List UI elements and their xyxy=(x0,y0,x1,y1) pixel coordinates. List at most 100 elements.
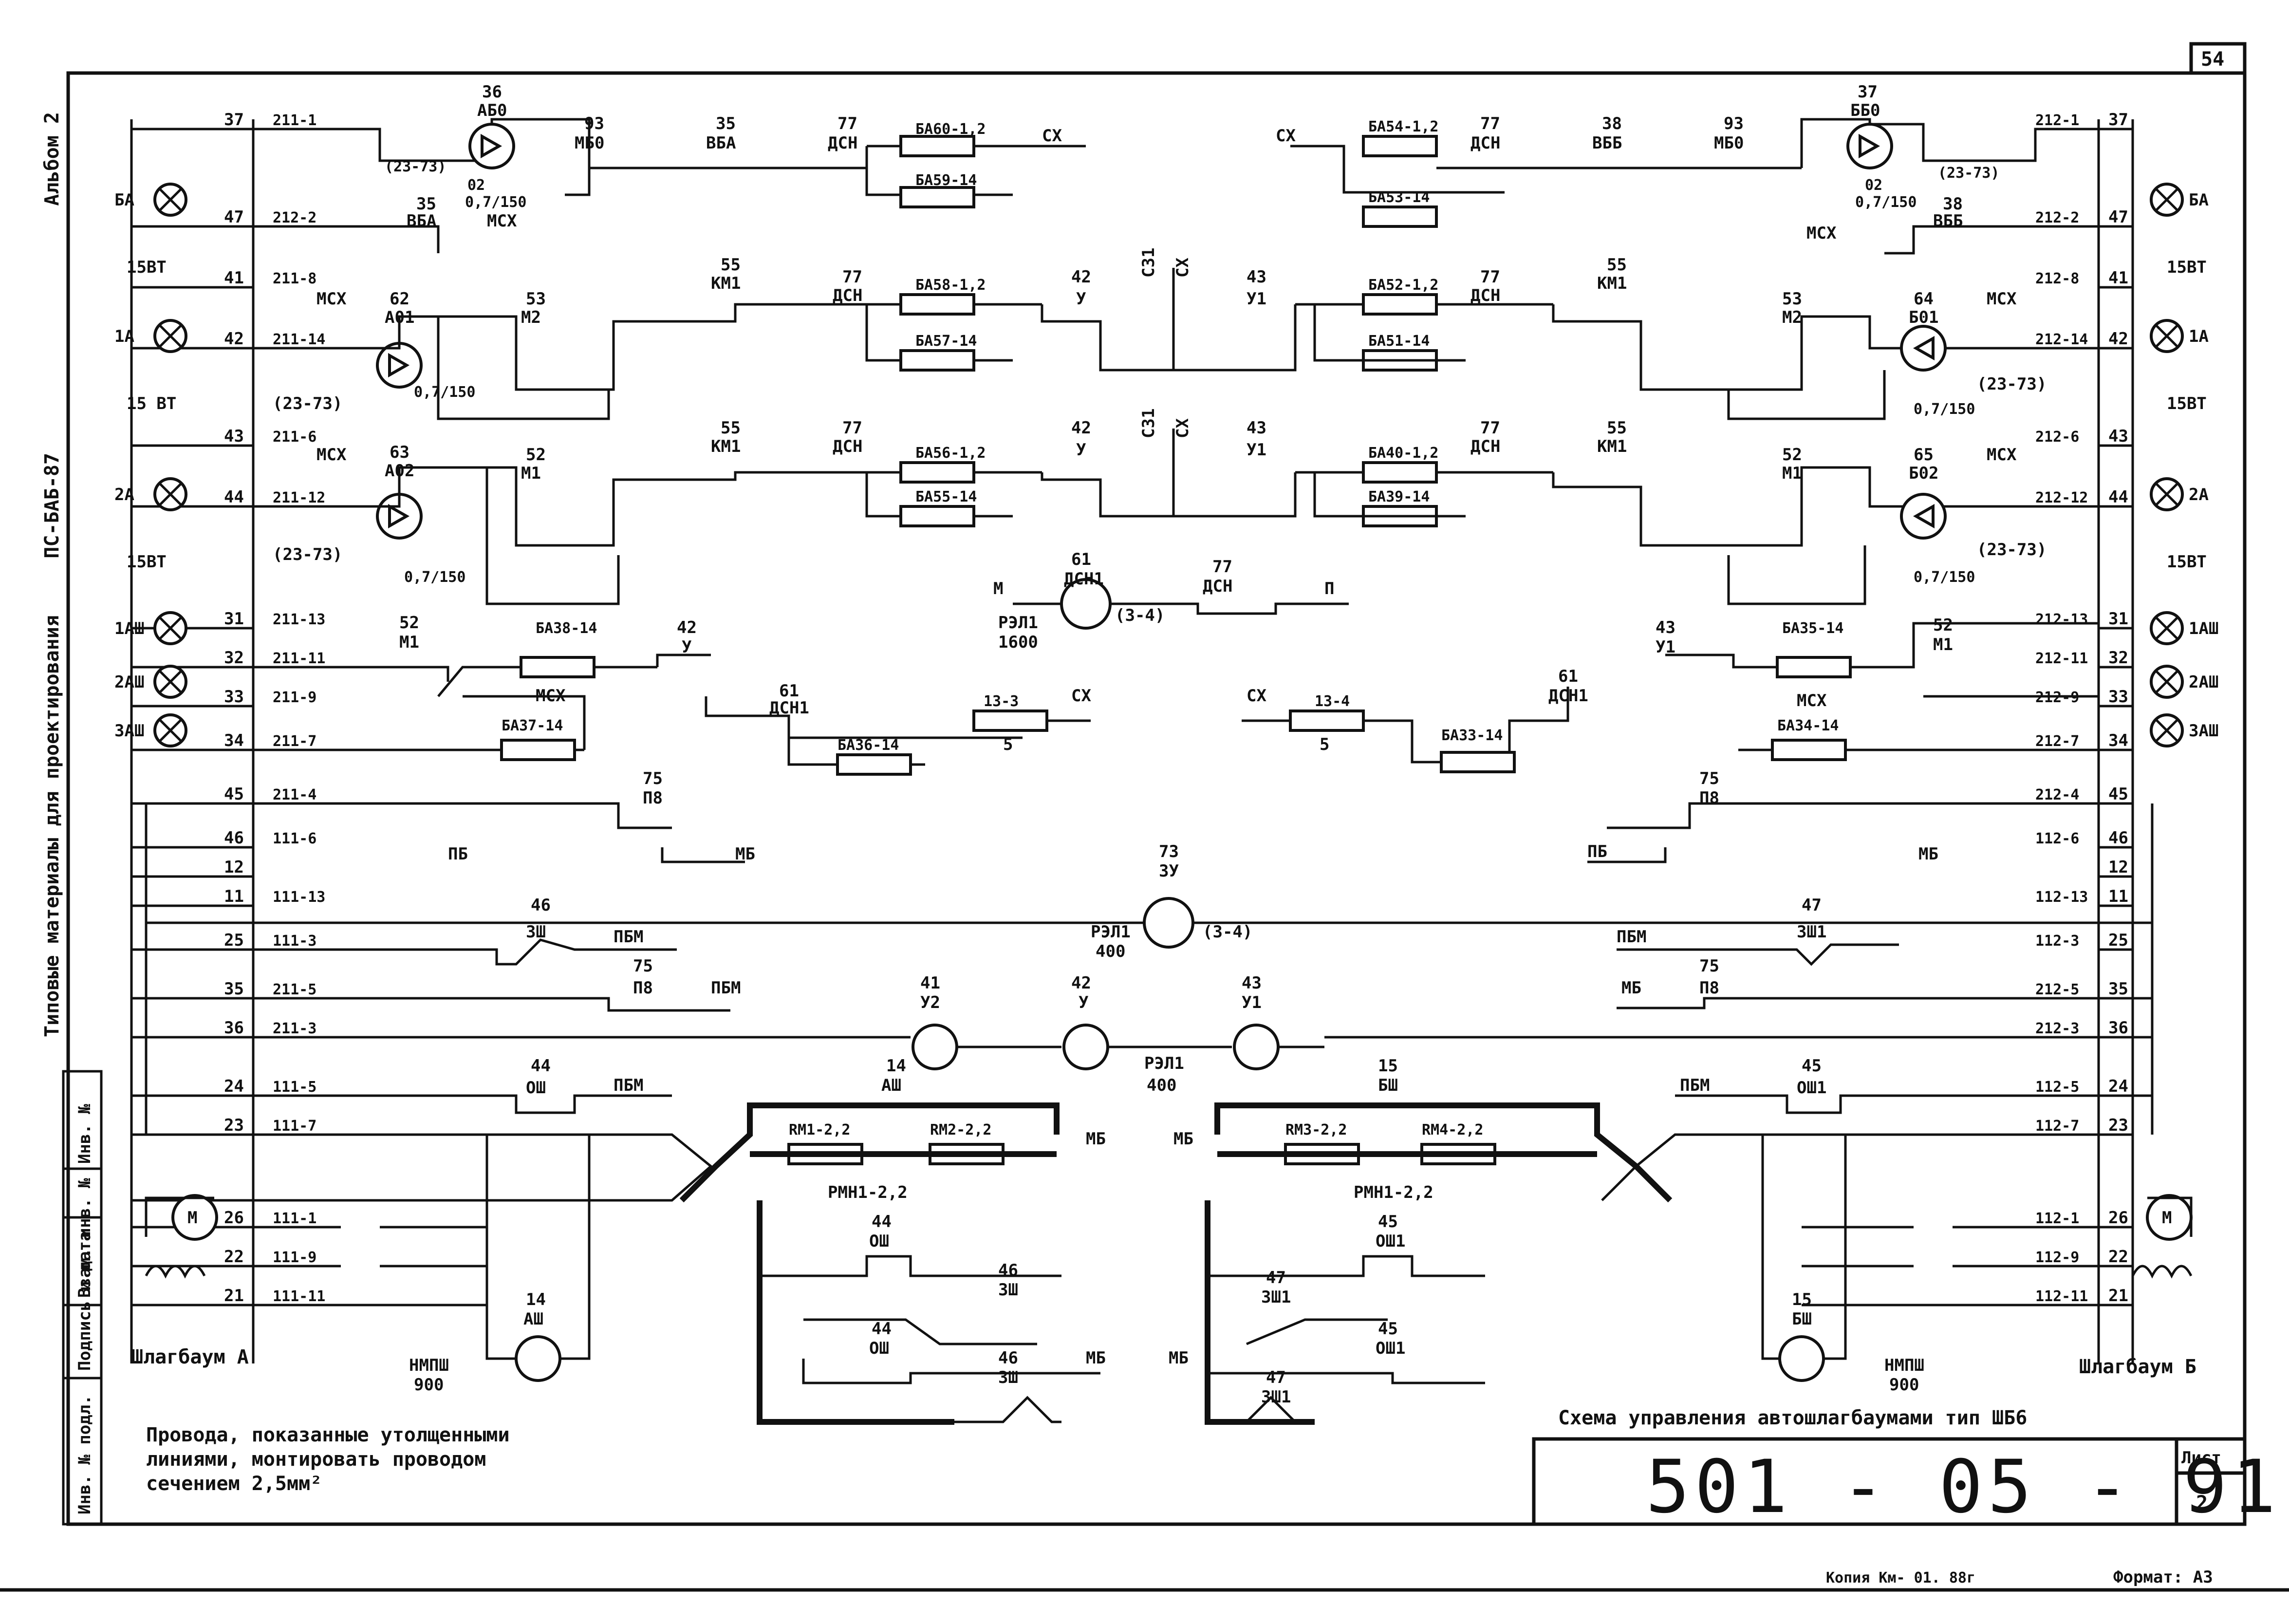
diode-a01-symbol xyxy=(388,353,410,378)
wire-label: 212-2 xyxy=(273,209,316,226)
svg-text:RМ1-2,2: RМ1-2,2 xyxy=(789,1121,850,1139)
document-code: 501 - 05 - 91. 87 xyxy=(1646,1445,2289,1530)
svg-text:77: 77 xyxy=(837,114,857,133)
wire-label: 112-6 xyxy=(2035,830,2079,847)
lamp-right-4: 2АШ xyxy=(2150,665,2218,699)
barrier-b-label: Шлагбаум Б xyxy=(2079,1356,2196,1378)
svg-text:СХ: СХ xyxy=(1173,258,1192,278)
svg-text:БА36-14: БА36-14 xyxy=(837,737,899,754)
terminal-number: 21 xyxy=(224,1286,244,1306)
svg-text:ЗШ1: ЗШ1 xyxy=(1797,922,1826,942)
terminal-number: 44 xyxy=(224,487,244,507)
svg-text:МБ0: МБ0 xyxy=(1714,133,1744,153)
resistor-ba60 xyxy=(899,135,975,157)
motor-a-label: М xyxy=(187,1208,197,1228)
terminal-number: 44 xyxy=(2108,487,2128,507)
wire-label: 212-4 xyxy=(2035,786,2079,803)
svg-text:61: 61 xyxy=(1558,667,1578,686)
svg-text:СХ: СХ xyxy=(1247,686,1266,706)
svg-text:0,7/150: 0,7/150 xyxy=(465,194,526,211)
svg-text:БА34-14: БА34-14 xyxy=(1777,717,1839,734)
wire-label: 111-11 xyxy=(273,1288,325,1305)
wire-label: 212-1 xyxy=(2035,112,2079,129)
svg-text:ДСН: ДСН xyxy=(828,133,857,153)
svg-text:13-3: 13-3 xyxy=(984,693,1019,710)
svg-text:77: 77 xyxy=(1480,418,1500,438)
svg-text:М2: М2 xyxy=(521,308,541,327)
svg-text:БА35-14: БА35-14 xyxy=(1782,620,1843,637)
svg-text:63: 63 xyxy=(390,443,409,462)
note-line-3: сечением 2,5мм² xyxy=(146,1473,322,1495)
terminal-number: 23 xyxy=(2108,1116,2128,1135)
svg-text:ПБМ: ПБМ xyxy=(1680,1076,1710,1095)
svg-text:МБ: МБ xyxy=(1621,978,1641,998)
purpose-label: Типовые материалы для проектирования xyxy=(41,615,63,1037)
svg-text:RМ4-2,2: RМ4-2,2 xyxy=(1422,1121,1483,1139)
svg-text:53: 53 xyxy=(1782,289,1802,309)
svg-text:RМ2-2,2: RМ2-2,2 xyxy=(930,1121,991,1139)
svg-text:МСХ: МСХ xyxy=(1987,289,2017,309)
svg-text:М1: М1 xyxy=(1933,635,1953,654)
svg-text:43: 43 xyxy=(1247,418,1266,438)
wire-label: 212-6 xyxy=(2035,429,2079,446)
rails xyxy=(130,119,2154,1363)
svg-text:14: 14 xyxy=(886,1056,906,1076)
resistor-ba52 xyxy=(1362,293,1438,316)
wire-label: 212-13 xyxy=(2035,611,2088,628)
terminal-number: 22 xyxy=(224,1247,244,1267)
lamp-left-1-watt: 15 ВТ xyxy=(127,394,176,413)
drawing-title: Схема управления автошлагбаумами тип ШБ6 xyxy=(1558,1407,2027,1429)
sheet-label: Лист xyxy=(2181,1448,2221,1468)
lamp-right-3: 1АШ xyxy=(2150,611,2218,645)
svg-text:МСХ: МСХ xyxy=(1797,691,1827,710)
svg-text:75: 75 xyxy=(633,956,653,976)
svg-text:ПБМ: ПБМ xyxy=(614,1076,643,1095)
svg-text:ПБ: ПБ xyxy=(448,844,468,864)
svg-text:БА55-14: БА55-14 xyxy=(915,488,977,505)
svg-text:У: У xyxy=(1079,993,1088,1012)
diode-a02-symbol xyxy=(388,504,410,529)
svg-text:55: 55 xyxy=(721,418,741,438)
svg-text:ОШ1: ОШ1 xyxy=(1797,1078,1826,1098)
terminal-number: 22 xyxy=(2108,1247,2128,1267)
terminal-number: 11 xyxy=(2108,887,2128,906)
terminal-number: 34 xyxy=(224,731,244,750)
svg-text:52: 52 xyxy=(526,445,546,465)
svg-text:С31: С31 xyxy=(1139,409,1158,438)
svg-text:М1: М1 xyxy=(1782,464,1802,483)
svg-text:ДСН: ДСН xyxy=(1470,133,1500,153)
terminal-number: 33 xyxy=(2108,687,2128,707)
terminal-number: 41 xyxy=(2108,268,2128,288)
svg-text:53: 53 xyxy=(526,289,546,309)
svg-text:ОШ: ОШ xyxy=(869,1232,889,1251)
lamp-left-5-id: 3АШ xyxy=(114,721,144,741)
svg-text:МБ0: МБ0 xyxy=(575,133,604,153)
resistor-ba57 xyxy=(899,349,975,372)
wire-label: 212-2 xyxy=(2035,209,2079,226)
coil-bsh xyxy=(1778,1335,1825,1382)
svg-text:38: 38 xyxy=(1943,194,1963,214)
wiring-note: Провода, показанные утолщенными линиями,… xyxy=(146,1424,510,1495)
svg-text:44: 44 xyxy=(872,1212,892,1232)
terminal-number: 21 xyxy=(2108,1286,2128,1306)
svg-text:65: 65 xyxy=(1914,445,1934,465)
svg-text:СХ: СХ xyxy=(1071,686,1091,706)
note-line-1: Провода, показанные утолщенными xyxy=(146,1424,510,1446)
resistor-ba37 xyxy=(500,739,576,761)
svg-text:ПБ: ПБ xyxy=(1587,842,1607,861)
resistor-13-3 xyxy=(972,709,1048,732)
svg-text:У1: У1 xyxy=(1247,440,1266,460)
series-label: ПС-БАБ-87 xyxy=(41,453,63,559)
wire-label: 111-9 xyxy=(273,1249,316,1266)
terminal-number: 26 xyxy=(2108,1208,2128,1228)
svg-text:МСХ: МСХ xyxy=(487,211,517,231)
lamp-right-5-id: 3АШ xyxy=(2189,721,2218,741)
wire-label: 112-13 xyxy=(2035,889,2088,906)
svg-text:43: 43 xyxy=(1656,618,1675,637)
terminal-number: 46 xyxy=(224,828,244,848)
resistor-ba36 xyxy=(836,753,912,776)
